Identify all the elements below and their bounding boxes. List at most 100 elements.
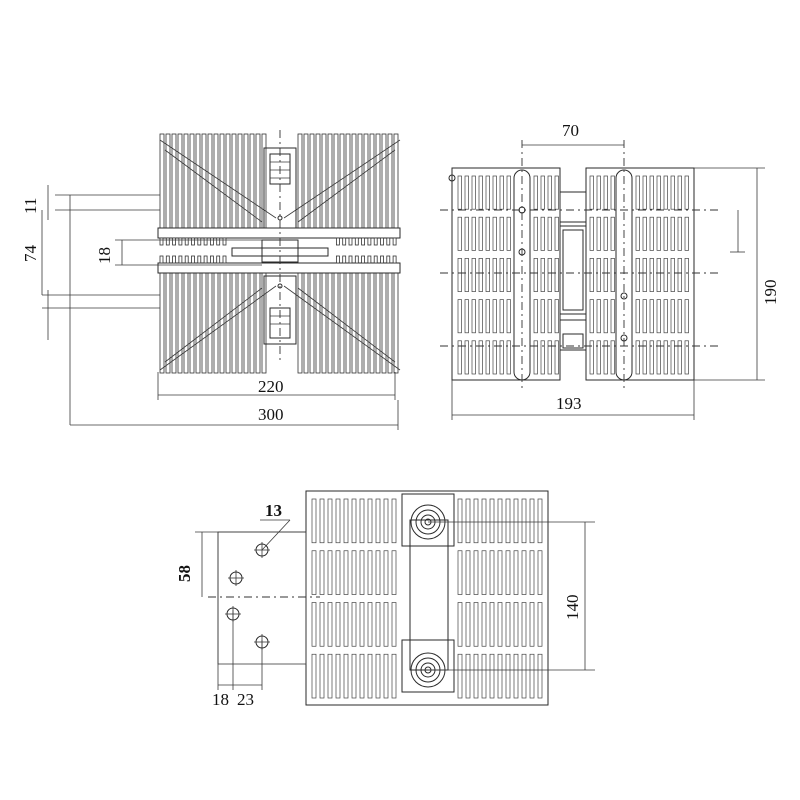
slot xyxy=(642,340,647,375)
comb-tooth xyxy=(380,237,384,246)
slot xyxy=(481,602,487,647)
slot xyxy=(603,258,608,292)
comb-tooth xyxy=(222,255,227,264)
slot xyxy=(603,299,608,334)
slot xyxy=(319,602,325,647)
fin xyxy=(207,133,213,229)
slot xyxy=(642,216,647,251)
slot xyxy=(464,299,469,334)
slot xyxy=(492,216,497,251)
slot xyxy=(529,498,535,544)
slot xyxy=(471,340,476,375)
slot xyxy=(642,175,647,210)
slot xyxy=(684,299,689,334)
slot xyxy=(656,216,661,251)
slot xyxy=(649,175,654,210)
slot xyxy=(663,258,668,292)
front-upper-base xyxy=(157,227,401,239)
slot xyxy=(635,175,640,210)
slot xyxy=(540,299,545,334)
comb-tooth xyxy=(392,255,397,264)
slot xyxy=(383,602,389,647)
slot xyxy=(375,602,381,647)
front-dim-11: 11 xyxy=(21,185,160,425)
slot xyxy=(497,550,503,595)
slot xyxy=(670,258,675,292)
fin xyxy=(201,133,207,229)
slot xyxy=(649,216,654,251)
slot xyxy=(537,602,543,647)
slot xyxy=(489,653,495,699)
slot xyxy=(499,340,504,375)
slot xyxy=(489,498,495,544)
fin xyxy=(321,133,327,229)
fin xyxy=(393,272,399,374)
slot xyxy=(457,498,463,544)
slot xyxy=(335,550,341,595)
slot xyxy=(311,550,317,595)
slot xyxy=(533,340,538,375)
slot xyxy=(485,216,490,251)
slot xyxy=(547,216,552,251)
slot xyxy=(457,602,463,647)
comb-tooth xyxy=(178,237,183,246)
comb-tooth xyxy=(342,237,347,246)
comb-tooth xyxy=(348,255,353,264)
slot xyxy=(603,216,608,251)
comb-tooth xyxy=(191,237,195,246)
fin xyxy=(177,133,183,229)
fin xyxy=(345,272,351,374)
comb-tooth xyxy=(361,237,366,246)
fin xyxy=(249,272,255,374)
slot xyxy=(343,550,349,595)
comb-tooth xyxy=(172,255,177,264)
bottom-view: 140 13 58 18 xyxy=(175,490,595,709)
slot xyxy=(383,498,389,544)
slot xyxy=(554,299,559,334)
slot xyxy=(359,498,365,544)
dim-label-11: 11 xyxy=(21,198,40,214)
comb-tooth xyxy=(386,237,391,246)
slot xyxy=(505,602,511,647)
slot xyxy=(610,216,615,251)
slot xyxy=(603,175,608,210)
comb-tooth xyxy=(203,255,208,264)
fin xyxy=(201,272,207,374)
slot xyxy=(656,258,661,292)
front-lower-base xyxy=(157,262,401,274)
slot xyxy=(642,258,647,292)
slot xyxy=(589,216,594,251)
fin xyxy=(315,272,321,374)
slot xyxy=(596,258,601,292)
slot xyxy=(656,340,661,375)
fin xyxy=(165,133,171,229)
slot xyxy=(513,602,519,647)
fin xyxy=(309,133,315,229)
comb-tooth xyxy=(380,255,384,264)
slot xyxy=(457,258,462,292)
fin xyxy=(393,133,399,229)
slot xyxy=(359,602,365,647)
slot xyxy=(457,299,462,334)
slot xyxy=(670,299,675,334)
slot xyxy=(663,175,668,210)
slot xyxy=(537,550,543,595)
fin xyxy=(357,272,363,374)
front-dim-220: 220 xyxy=(157,372,396,400)
slot xyxy=(529,653,535,699)
slot xyxy=(663,299,668,334)
slot xyxy=(684,340,689,375)
slot xyxy=(506,340,511,375)
slot xyxy=(677,340,682,375)
slot xyxy=(677,216,682,251)
slot xyxy=(457,175,462,210)
fin xyxy=(183,272,189,374)
fin xyxy=(189,272,195,374)
slot xyxy=(375,550,381,595)
slot xyxy=(635,258,640,292)
slot xyxy=(505,653,511,699)
slot xyxy=(497,653,503,699)
slot xyxy=(596,175,601,210)
slot xyxy=(540,258,545,292)
